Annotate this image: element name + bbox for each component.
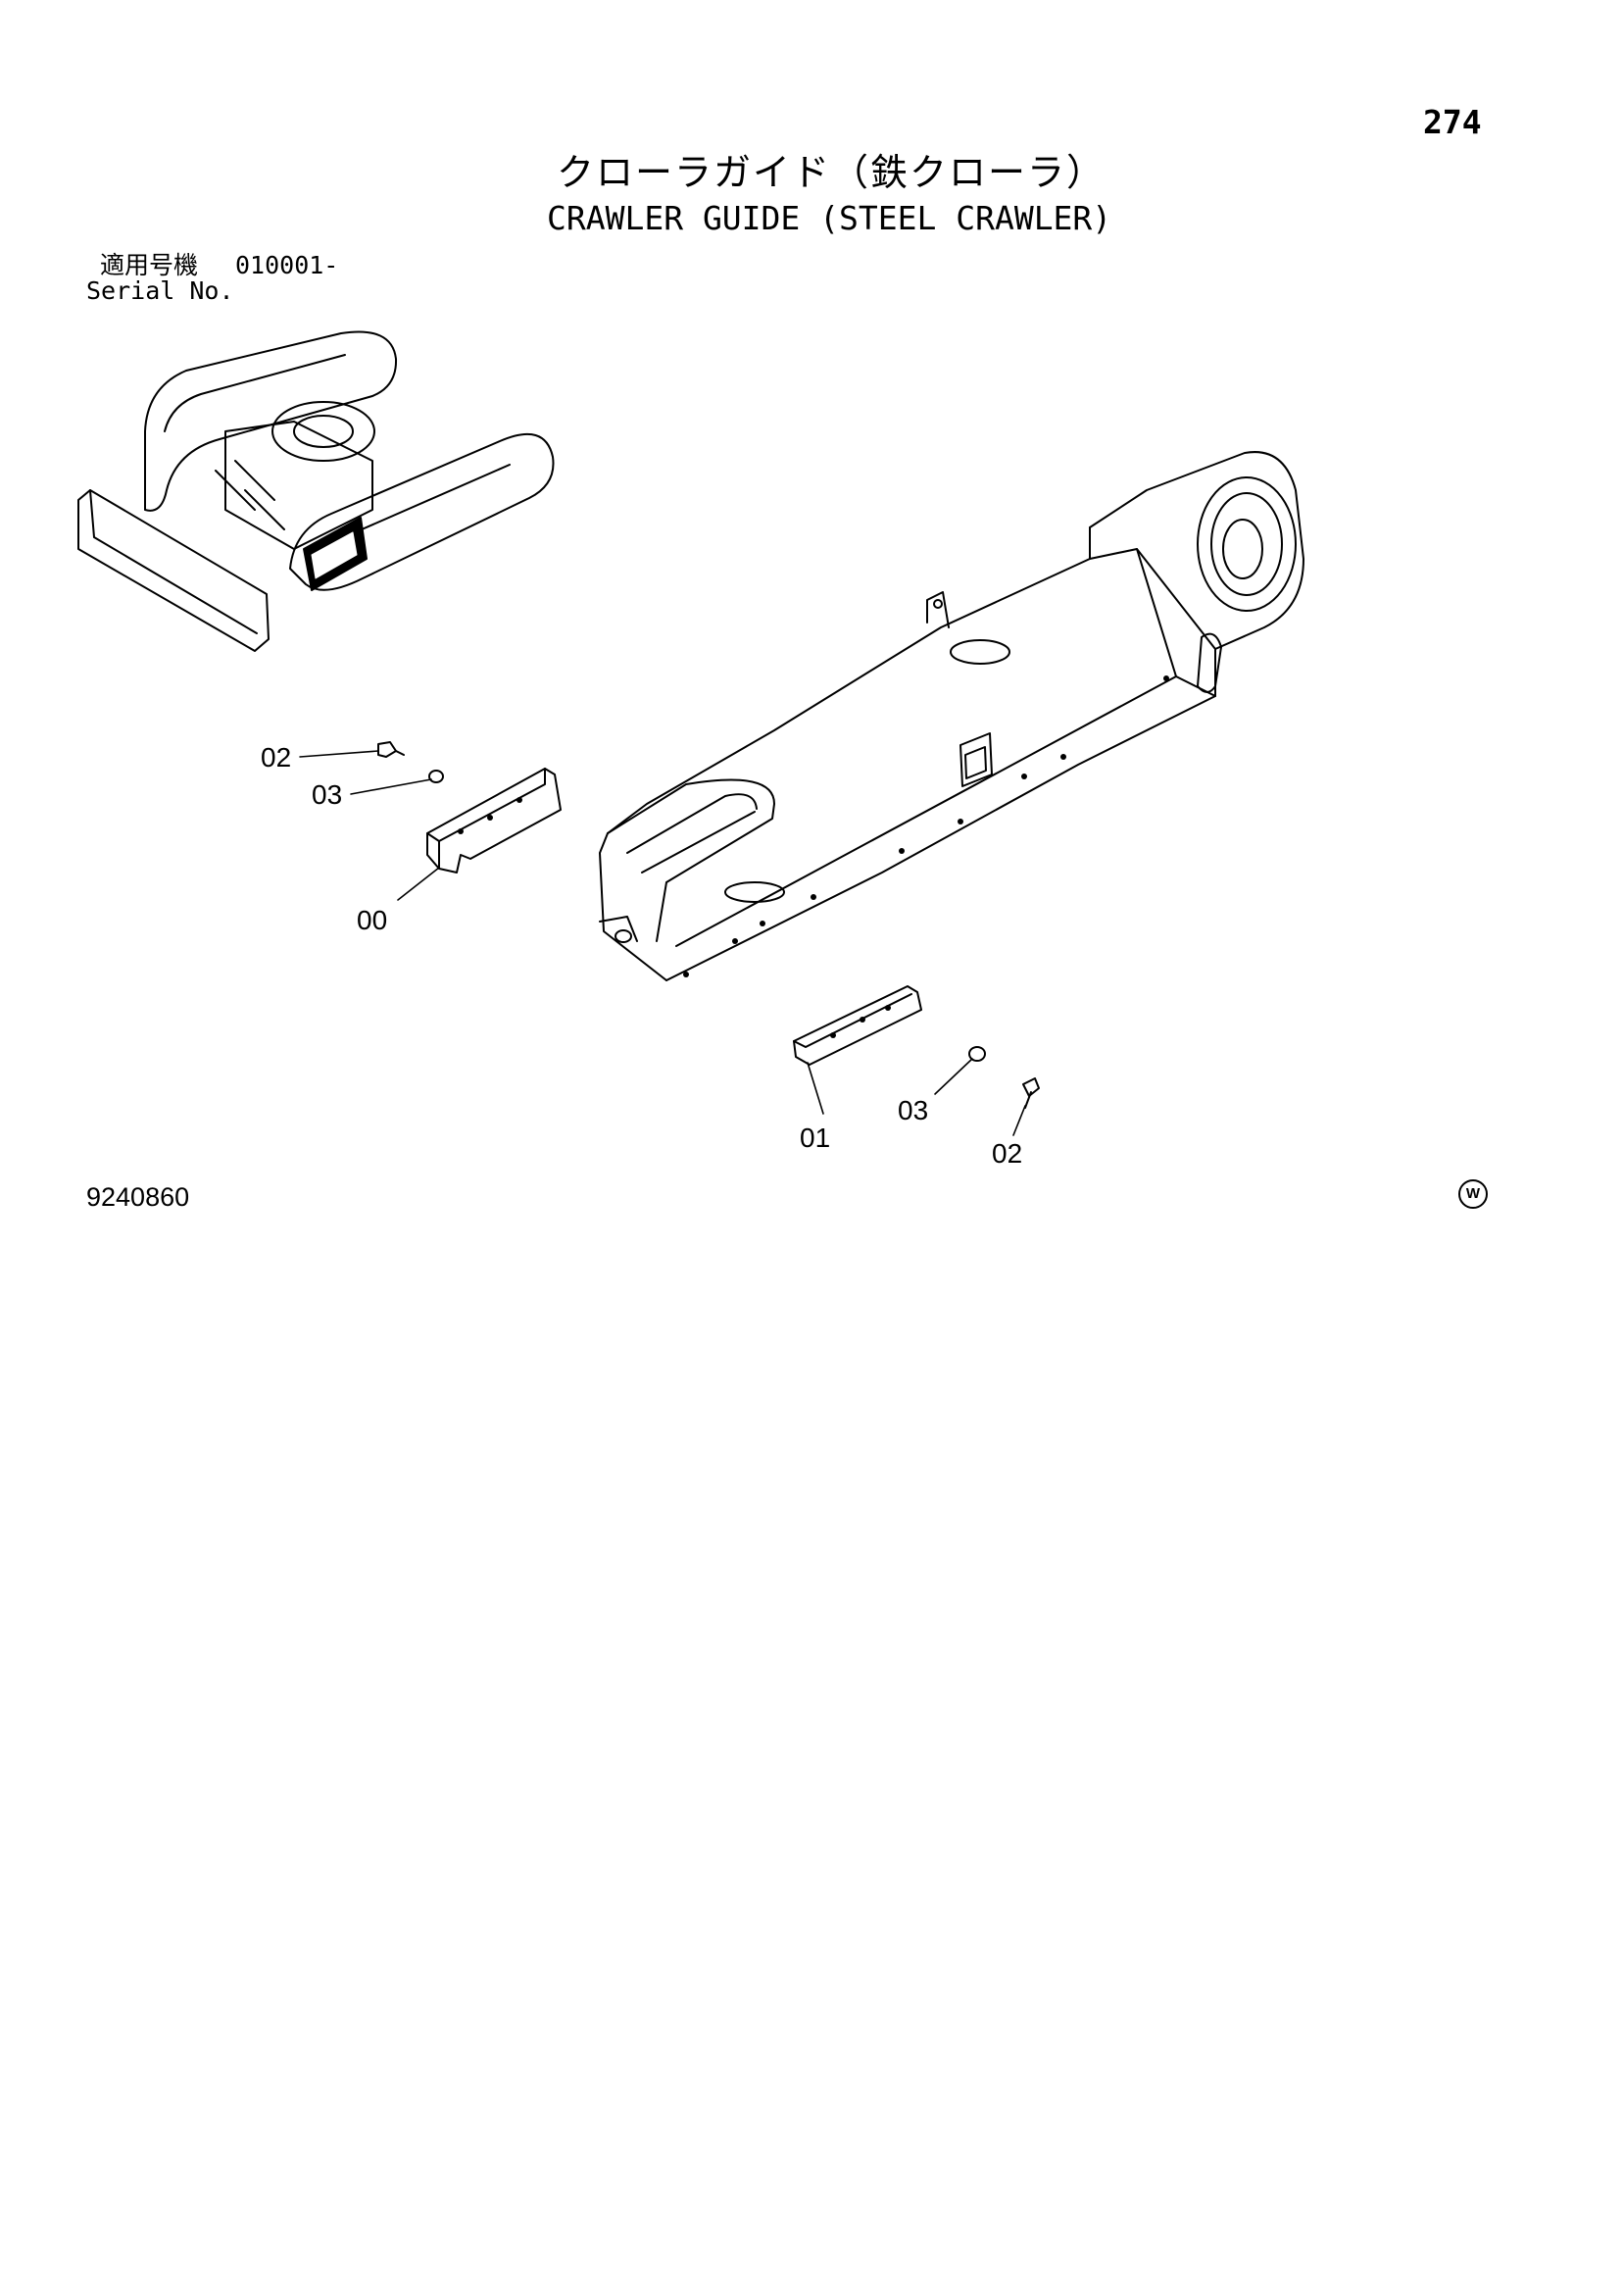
upper-nut-icon: [428, 770, 444, 783]
leader-02-lower: [1012, 1105, 1026, 1136]
part-00-crawler-guide: [426, 768, 562, 873]
serial-range: 010001-: [235, 251, 339, 279]
title-english: CRAWLER GUIDE (STEEL CRAWLER): [547, 199, 1112, 237]
serial-label-japanese: 適用号機: [100, 251, 199, 279]
upper-bolt-icon: [377, 741, 405, 758]
drawing-number: 9240860: [86, 1182, 190, 1212]
page-number: 274: [1423, 103, 1482, 141]
locator-undercarriage: [77, 330, 555, 652]
callout-03-upper: 03: [312, 779, 342, 810]
leader-00: [397, 867, 440, 901]
callout-02-lower: 02: [992, 1138, 1022, 1169]
lower-bolt-icon: [1022, 1077, 1040, 1109]
callout-03-lower: 03: [898, 1095, 928, 1125]
w-circle-mark: W: [1458, 1179, 1488, 1209]
leader-03-lower: [934, 1058, 973, 1095]
callout-01: 01: [800, 1123, 830, 1153]
leader-03-upper: [350, 778, 432, 795]
leader-01: [807, 1062, 824, 1115]
serial-label-english: Serial No.: [86, 276, 234, 305]
callout-02-upper: 02: [261, 742, 291, 773]
lower-nut-icon: [968, 1046, 986, 1062]
track-frame: [599, 451, 1304, 981]
part-01-crawler-guide: [793, 985, 922, 1066]
title-japanese: クローラガイド（鉄クローラ）: [557, 151, 1107, 194]
callout-00: 00: [357, 905, 387, 935]
parts-diagram: 02 03 00 01 03 02: [77, 330, 1304, 1169]
leader-02-upper: [299, 750, 379, 758]
